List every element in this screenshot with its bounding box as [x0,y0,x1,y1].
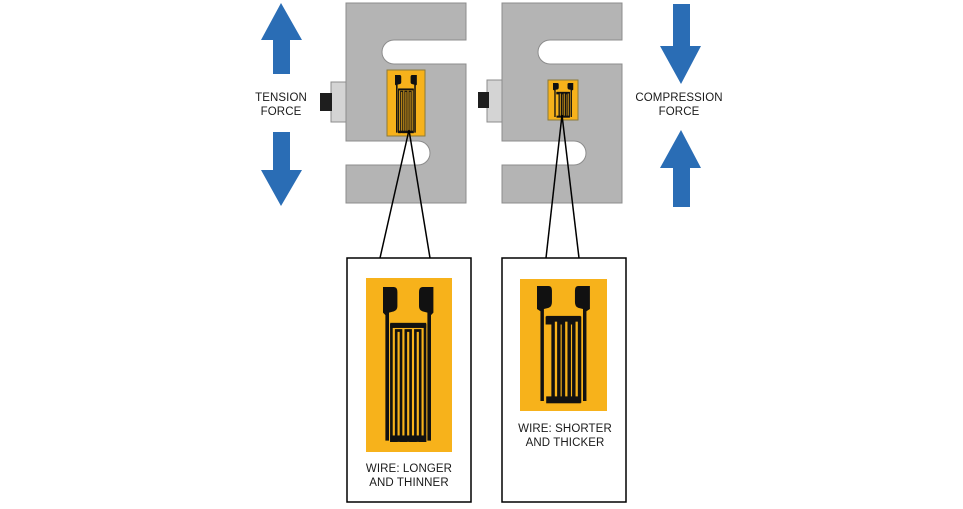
load-cell-compression [478,2,623,204]
strain-gauge-small [386,69,426,137]
compression-force-label: COMPRESSION FORCE [624,91,734,119]
wire-short-line2: AND THICKER [525,437,605,449]
wire-long-caption: WIRE: LONGER AND THINNER [350,462,468,490]
zoom-box-long-wire [346,257,472,503]
callout-lines [379,114,580,259]
connector-plug [320,93,332,111]
wire-long-line1: WIRE: LONGER [365,463,453,475]
compression-label-line1: COMPRESSION [635,92,723,104]
compression-label-line2: FORCE [658,106,700,118]
tension-force-label: TENSION FORCE [244,91,318,119]
compression-arrow-up [660,130,701,207]
zoom-box-short-wire [501,257,627,503]
arrow-down-icon [660,4,701,84]
tension-arrow-up [261,3,302,74]
compression-arrow-down [660,4,701,84]
connector-plug [478,92,489,108]
gauge-backing-large [366,278,452,452]
tension-label-line2: FORCE [260,106,302,118]
wire-short-line1: WIRE: SHORTER [518,423,612,435]
arrow-down-icon [261,132,302,206]
wire-short-caption: WIRE: SHORTER AND THICKER [506,422,624,450]
wire-long-line2: AND THINNER [369,477,449,489]
arrow-up-icon [660,130,701,207]
connector-housing [486,79,504,123]
arrow-up-icon [261,3,302,74]
tension-arrow-down [261,132,302,206]
tension-label-line1: TENSION [255,92,307,104]
load-cell-tension [320,2,467,204]
